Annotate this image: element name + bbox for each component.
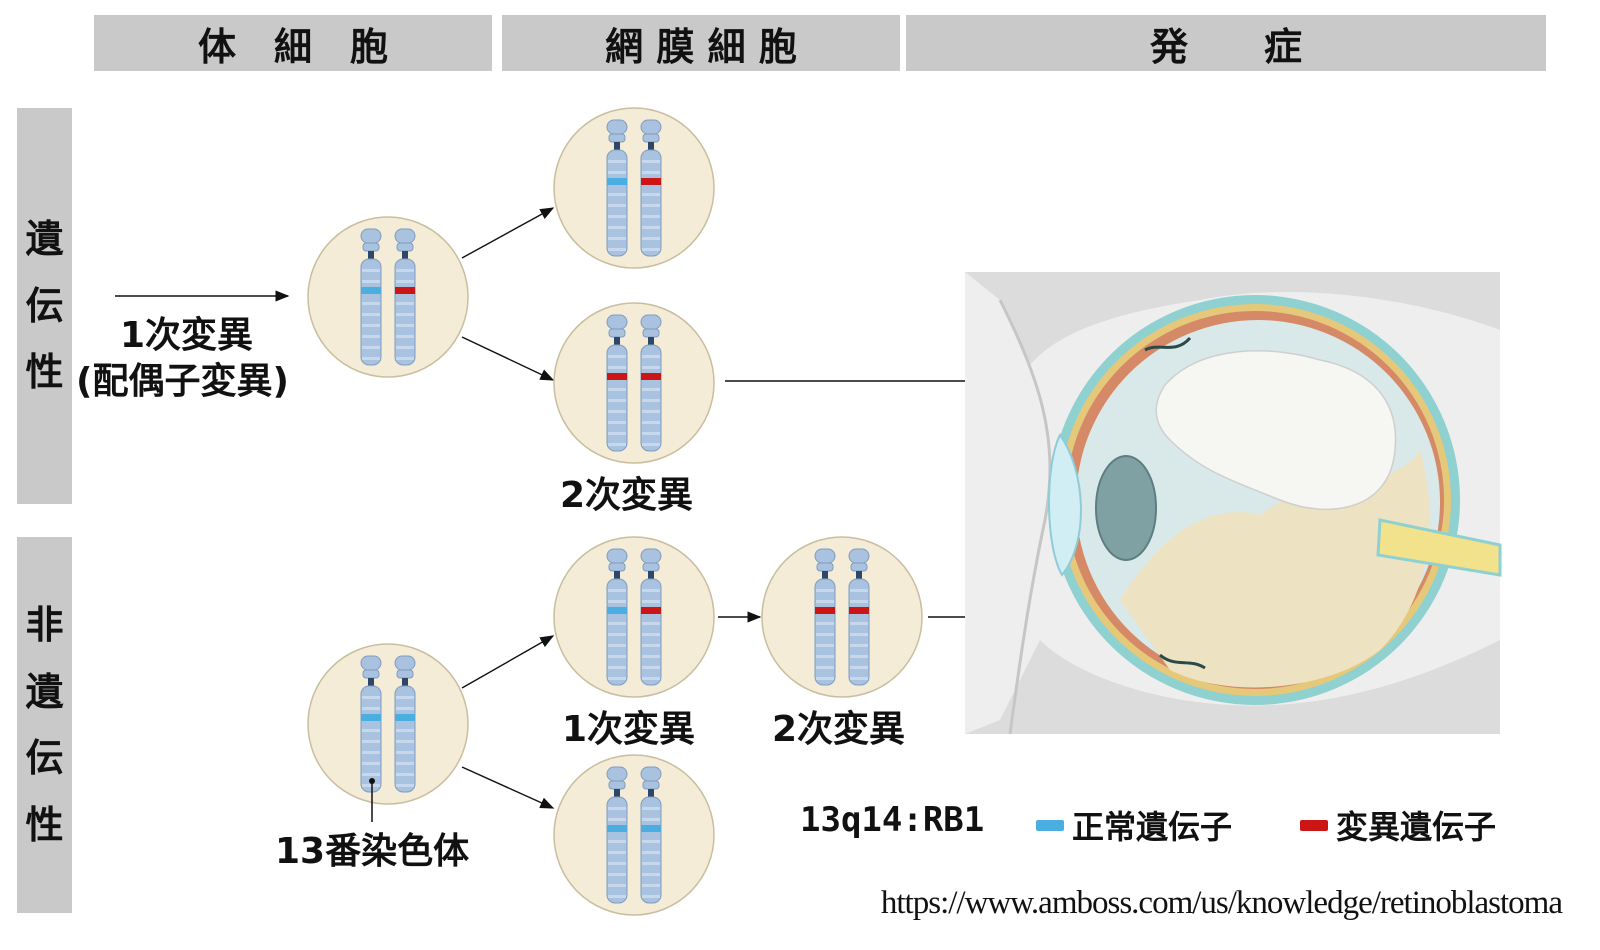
chromosome [394, 228, 416, 366]
normal-gene-band [641, 825, 661, 832]
cell-hered-retina-a [553, 107, 715, 269]
legend-normal-label: 正常遺伝子 [1072, 808, 1233, 846]
normal-gene-band [361, 714, 381, 721]
chromosome [606, 548, 628, 686]
mutant-gene-swatch [1300, 819, 1328, 831]
row-char: 性 [25, 802, 64, 847]
mutant-gene-band [849, 607, 869, 614]
legend-mutant-label: 変異遺伝子 [1336, 808, 1497, 846]
legend-normal-gene: 正常遺伝子 [1036, 802, 1232, 848]
row-char: 伝 [25, 283, 64, 328]
cell-body [553, 107, 715, 269]
header-retinal-cells: 網 膜 細 胞 [502, 15, 900, 71]
chromosome [640, 766, 662, 904]
cell-non-retina-a [553, 536, 715, 698]
chromosome [606, 314, 628, 452]
label-gamete-mutation: (配偶子変異) [76, 361, 289, 402]
cell-hered-retina-b [553, 302, 715, 464]
cell-hered-somatic [307, 216, 469, 378]
cell-body [553, 754, 715, 916]
label-first-mutation: 1次変異 [120, 315, 254, 356]
chromosome [848, 548, 870, 686]
chromosome [606, 766, 628, 904]
row-char: 伝 [25, 736, 64, 780]
mutant-gene-band [641, 373, 661, 380]
mutant-gene-band [395, 287, 415, 294]
source-url: https://www.amboss.com/us/knowledge/reti… [880, 885, 1563, 921]
eye-illustration [965, 272, 1502, 735]
row-label-hereditary: 遺 伝 性 [17, 108, 72, 504]
chromosome [814, 548, 836, 686]
chromosome [640, 314, 662, 452]
cell-non-somatic [307, 643, 469, 805]
mutant-gene-band [641, 607, 661, 614]
chromosome [640, 119, 662, 257]
chromosome [394, 655, 416, 793]
arrow-non-to-retina-a [461, 635, 555, 689]
arrow-hered-to-retina-a [461, 207, 555, 259]
label-chromosome-13: 13番染色体 [275, 831, 470, 872]
arrow-hered-to-retina-b [461, 336, 555, 381]
mutant-gene-band [607, 373, 627, 380]
chromosome [640, 548, 662, 686]
normal-gene-band [395, 714, 415, 721]
cell-body [307, 216, 469, 378]
row-char: 性 [25, 350, 64, 395]
normal-gene-band [607, 825, 627, 832]
normal-gene-swatch [1036, 819, 1064, 831]
cell-body [761, 536, 923, 698]
row-char: 非 [25, 603, 64, 647]
chromosome [360, 655, 382, 793]
cell-body [553, 302, 715, 464]
label-second-mutation-nonhereditary: 2次変異 [772, 709, 906, 750]
arrow-non-to-retina-c [461, 766, 555, 809]
cell-non-retina-c [553, 754, 715, 916]
label-first-mutation-nonhereditary: 1次変異 [562, 709, 696, 750]
normal-gene-band [607, 607, 627, 614]
chromosome [360, 228, 382, 366]
legend-locus: 13q14:RB1 [800, 800, 985, 840]
normal-gene-band [361, 287, 381, 294]
row-label-nonhereditary: 非 遺 伝 性 [17, 537, 72, 913]
header-onset: 発 症 [906, 15, 1546, 71]
mutant-gene-band [815, 607, 835, 614]
cell-body [553, 536, 715, 698]
chromosome13-pointer-dot [369, 778, 375, 784]
mutant-gene-band [641, 178, 661, 185]
legend-mutant-gene: 変異遺伝子 [1300, 802, 1496, 848]
cell-body [307, 643, 469, 805]
normal-gene-band [607, 178, 627, 185]
header-somatic-cells: 体 細 胞 [94, 15, 492, 71]
row-char: 遺 [25, 217, 64, 262]
row-char: 遺 [25, 669, 64, 714]
cell-non-retina-b [761, 536, 923, 698]
label-second-mutation-hereditary: 2次変異 [560, 475, 694, 516]
chromosome [606, 119, 628, 257]
